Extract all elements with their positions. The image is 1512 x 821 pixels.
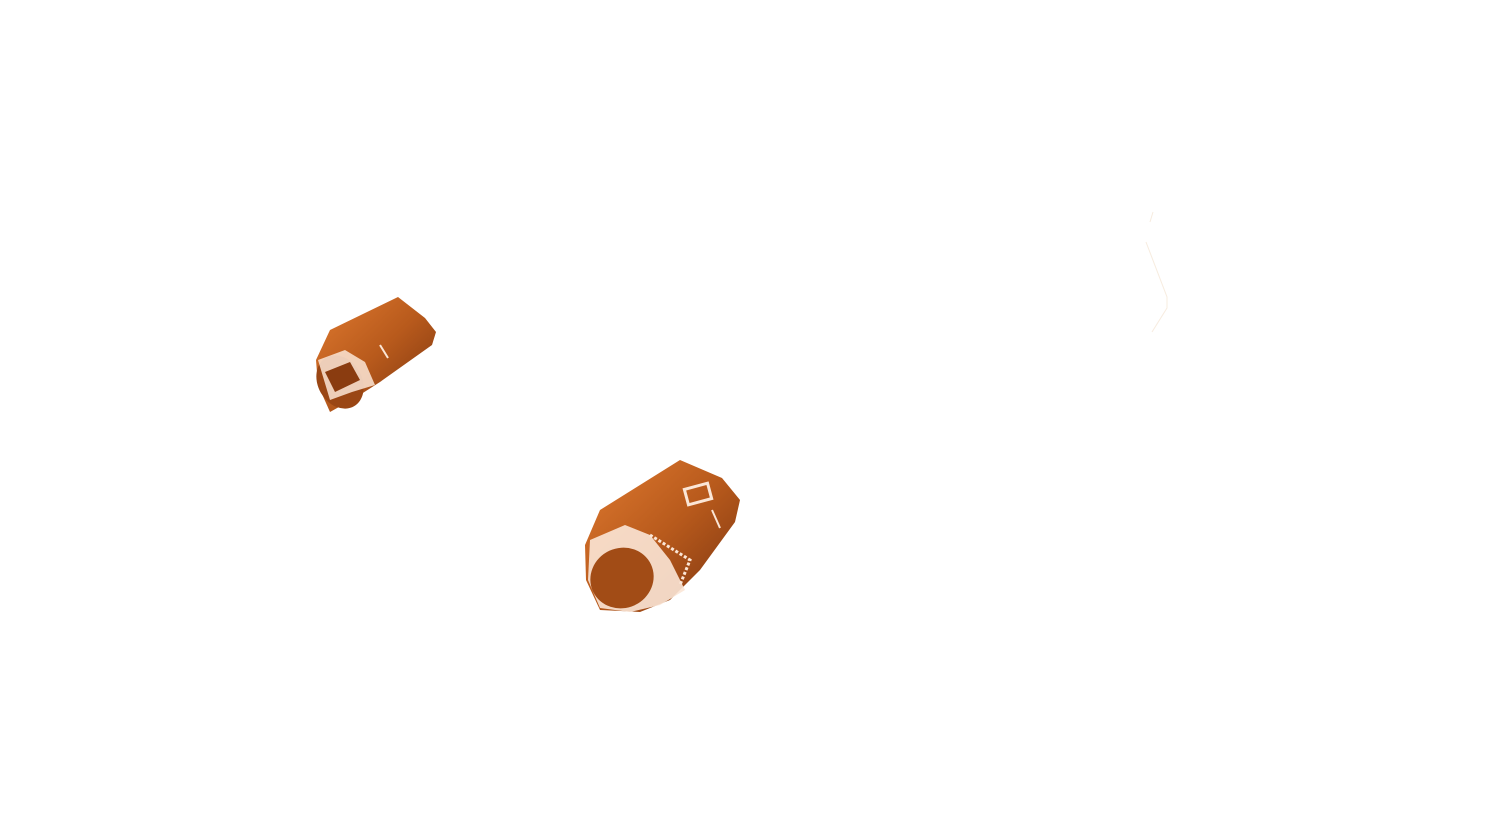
large-booster-segment bbox=[585, 460, 740, 612]
faint-outline bbox=[1145, 211, 1168, 333]
small-booster-segment bbox=[316, 297, 436, 412]
